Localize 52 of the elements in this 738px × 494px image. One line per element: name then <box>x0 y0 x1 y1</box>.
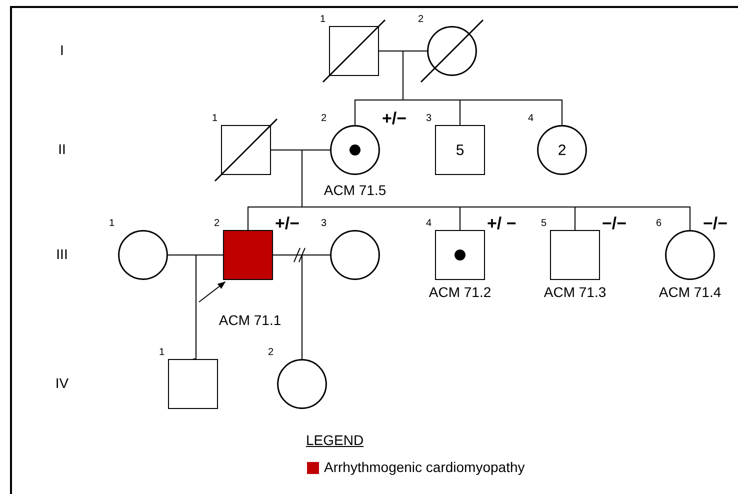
sample-id: ACM 71.2 <box>428 284 492 300</box>
female-circle <box>277 359 327 409</box>
generation-numeral: IV <box>55 375 69 391</box>
male-square <box>435 125 485 175</box>
individual-number: 1 <box>320 14 326 25</box>
genotype-label: +/− <box>275 214 300 234</box>
individual-number: 1 <box>159 347 165 358</box>
female-circle <box>427 26 477 76</box>
sibling-count: 2 <box>558 142 566 158</box>
individual-number: 2 <box>214 218 220 229</box>
sample-id: ACM 71.5 <box>324 182 386 198</box>
individual-number: 1 <box>212 113 218 124</box>
individual-number: 2 <box>268 347 274 358</box>
male-square <box>550 230 600 280</box>
individual-number: 5 <box>541 218 547 229</box>
male-square <box>168 359 218 409</box>
sample-id: ACM 71.3 <box>544 284 606 300</box>
individual-number: 4 <box>528 113 534 124</box>
female-circle <box>665 230 715 280</box>
generation-numeral: III <box>56 246 68 262</box>
individual-number: 4 <box>426 218 432 229</box>
female-circle <box>330 230 380 280</box>
individual-number: 6 <box>656 218 662 229</box>
legend-text: Arrhythmogenic cardiomyopathy <box>324 459 525 475</box>
female-circle <box>537 125 587 175</box>
descent-line <box>192 254 196 360</box>
sibling-count: 5 <box>456 142 464 158</box>
individual-number: 1 <box>109 218 115 229</box>
individual-number: 3 <box>426 113 432 124</box>
partner-line <box>272 254 302 360</box>
legend-title: LEGEND <box>306 432 364 448</box>
female-circle <box>330 125 380 175</box>
sample-id: ACM 71.4 <box>658 284 722 300</box>
partner-line <box>168 254 224 256</box>
descent-line <box>402 50 562 126</box>
genotype-label: +/ − <box>487 214 516 234</box>
male-square <box>223 230 273 280</box>
male-square <box>221 125 271 175</box>
generation-numeral: I <box>60 42 64 58</box>
individual-number: 3 <box>321 218 327 229</box>
individual-number: 2 <box>418 14 424 25</box>
male-square <box>435 230 485 280</box>
individual-number: 2 <box>321 113 327 124</box>
genotype-label: −/− <box>602 214 627 234</box>
partner-line <box>378 50 428 52</box>
female-circle <box>118 230 168 280</box>
sample-id: ACM 71.1 <box>218 312 282 328</box>
male-square <box>329 26 379 76</box>
genotype-label: −/− <box>703 214 728 234</box>
proband-arrow <box>198 282 226 302</box>
genotype-label: +/− <box>382 109 407 129</box>
generation-numeral: II <box>58 141 66 157</box>
